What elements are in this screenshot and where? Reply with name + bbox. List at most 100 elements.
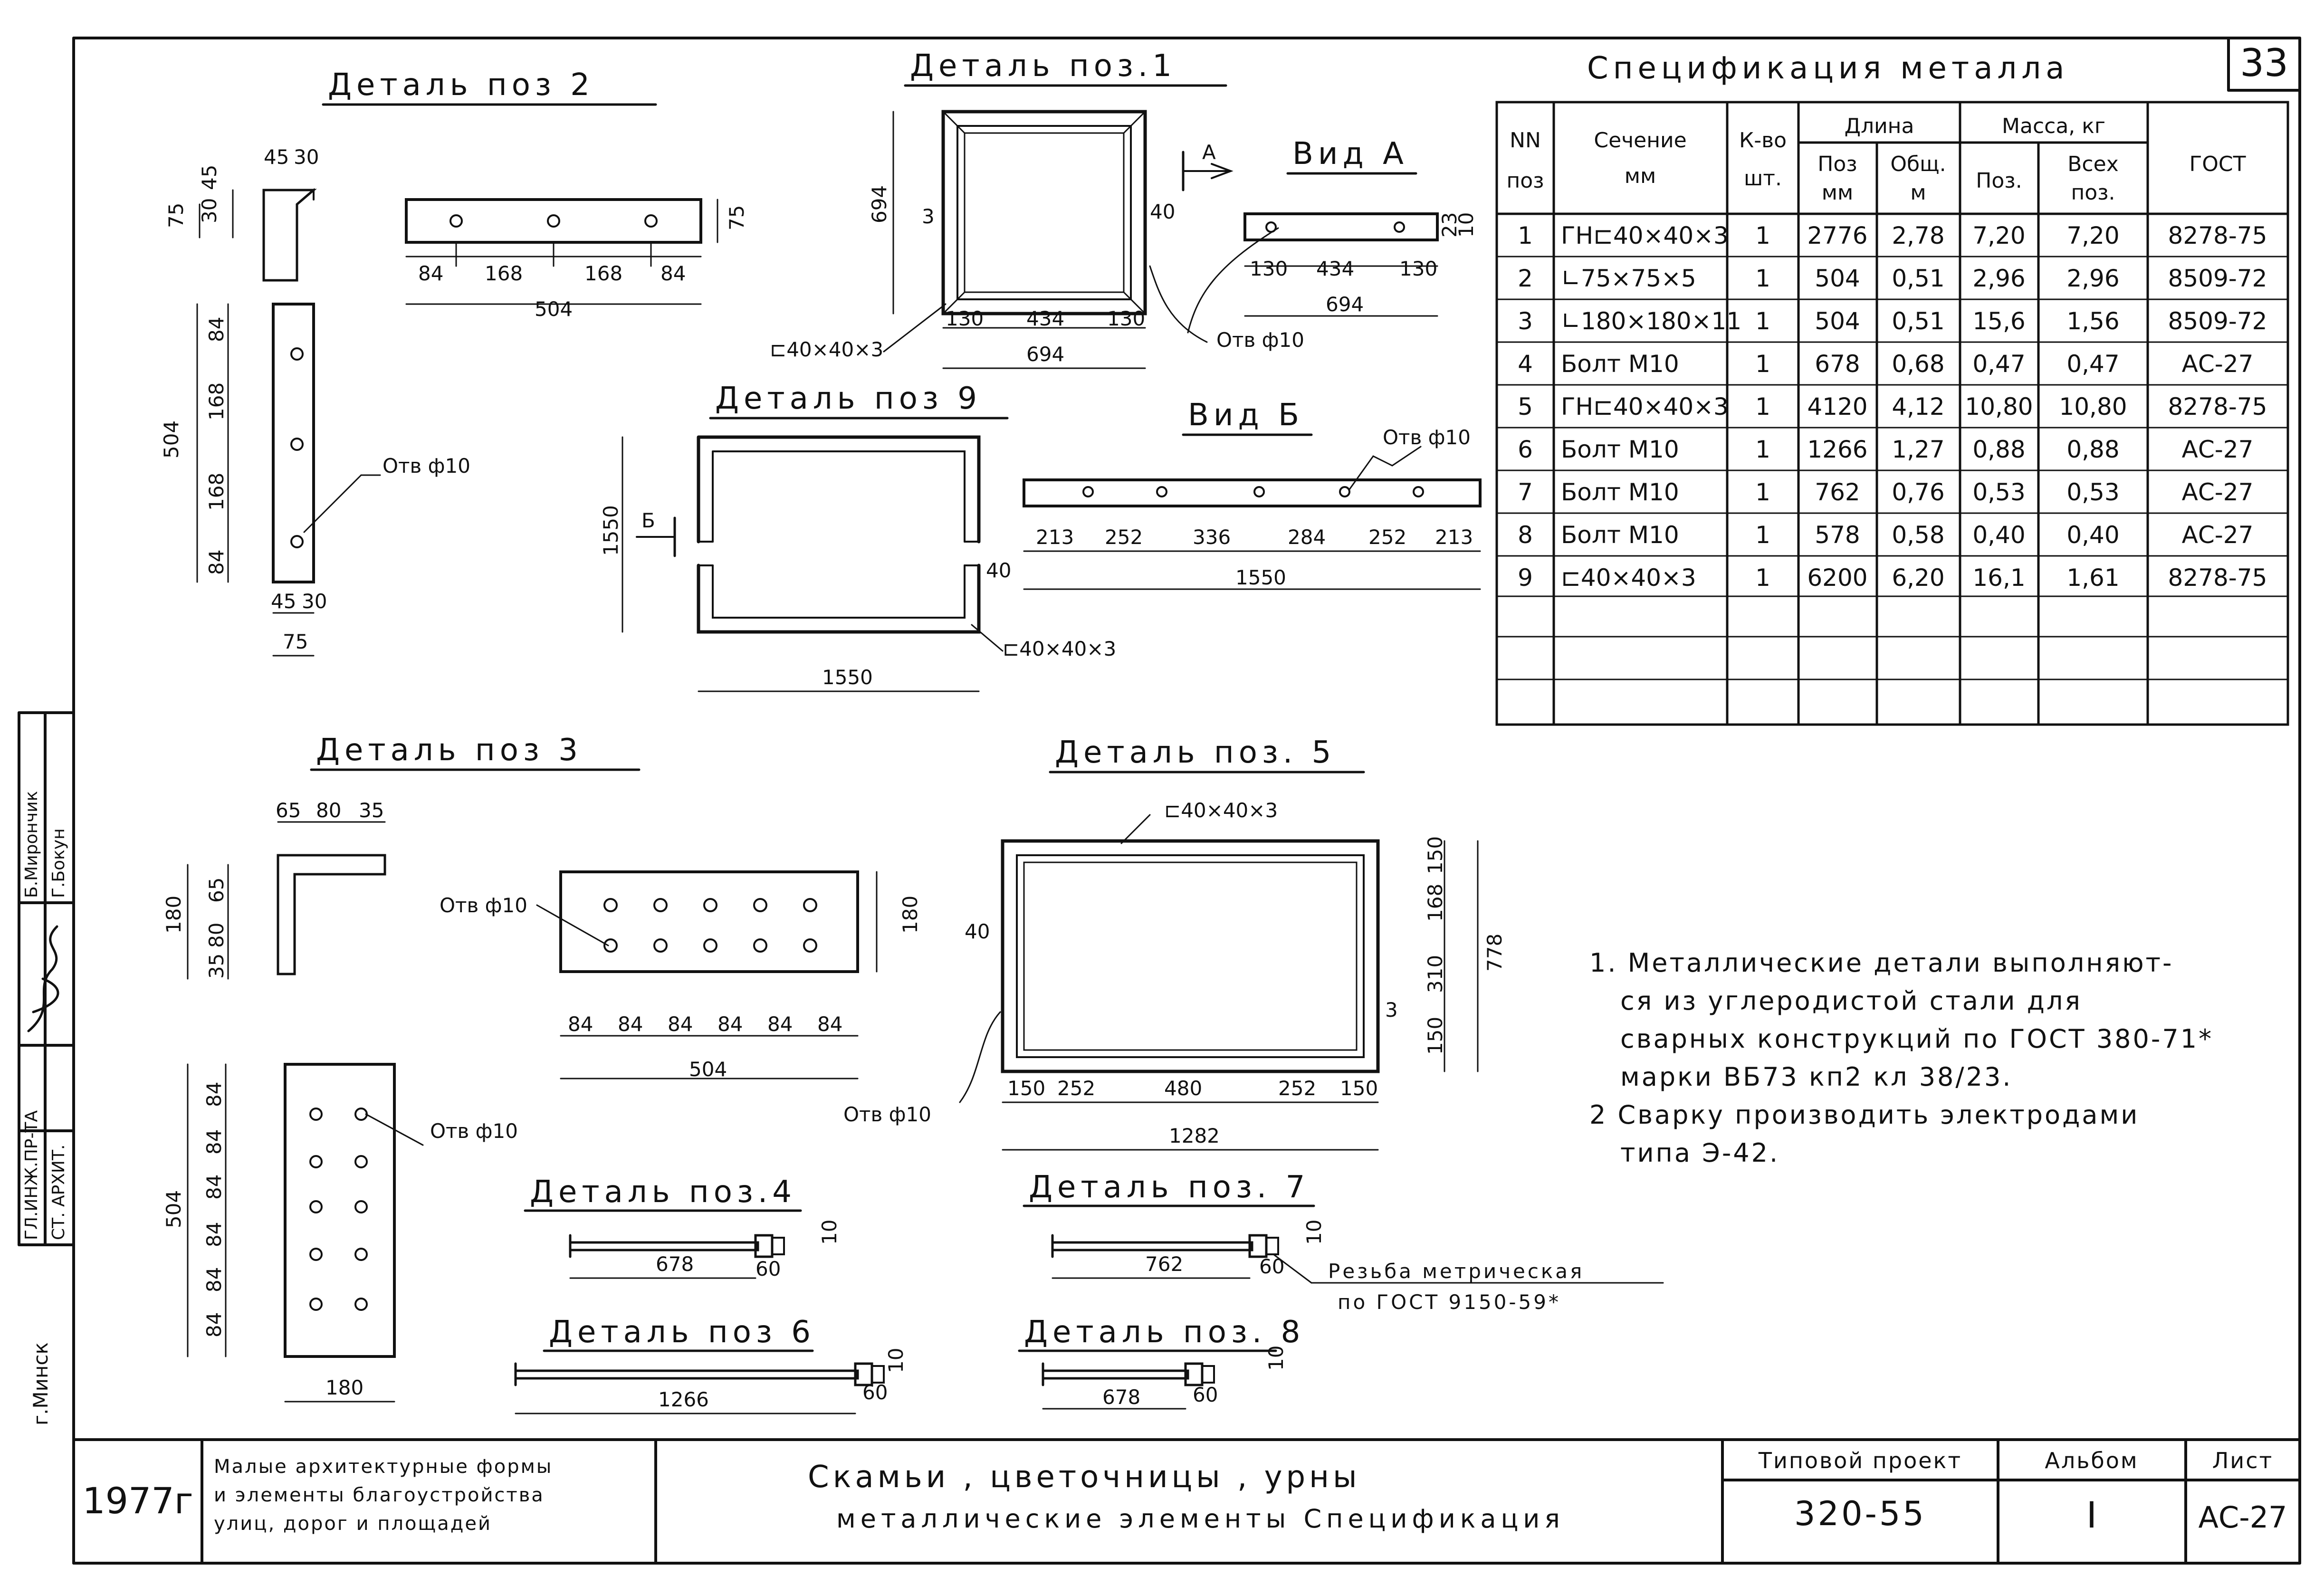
stamp-name-1: Б.Мирончик	[22, 791, 41, 898]
cell-len-total: 0,51	[1892, 265, 1944, 292]
poz5-vseg-4: 150	[1424, 1017, 1447, 1055]
poz1-h: 694	[868, 185, 891, 223]
cell-nn: 2	[1518, 265, 1533, 292]
note-line-3: сварных конструкций по ГОСТ 380-71*	[1620, 1024, 2213, 1054]
poz3-seg-5: 84	[767, 1012, 793, 1036]
cell-len-total: 1,27	[1892, 436, 1944, 463]
cell-qty: 1	[1755, 393, 1770, 420]
cell-section: ∟180×180×11	[1561, 307, 1741, 335]
spec-table: Спецификация металла N	[1495, 51, 2289, 726]
poz3-bh: 180	[899, 896, 922, 934]
cell-len-poz: 1266	[1807, 436, 1867, 463]
tb-project-label: Типовой проект	[1758, 1448, 1962, 1473]
detail-poz8-title: Деталь поз. 8	[1024, 1315, 1305, 1350]
detail-poz9-title: Деталь поз 9	[715, 381, 982, 416]
vidb-seg-5: 252	[1368, 525, 1406, 549]
cell-nn: 6	[1518, 436, 1533, 463]
poz3-seg-3: 84	[668, 1012, 693, 1036]
poz5-seg-4: 252	[1278, 1077, 1316, 1100]
cell-mass-poz: 2,96	[1972, 265, 2025, 292]
note-line-6: типа Э-42.	[1620, 1138, 1779, 1168]
poz3-seg-4: 84	[717, 1012, 743, 1036]
poz3-left-1: 35	[205, 954, 228, 979]
cell-section: ∟75×75×5	[1561, 265, 1696, 292]
cell-qty: 1	[1755, 350, 1770, 378]
cell-gost: 8278-75	[2168, 222, 2267, 249]
poz1-section: ⊏40×40×3	[770, 338, 883, 361]
hdr-len-total-1: Общ.	[1890, 152, 1946, 176]
cell-mass-poz: 16,1	[1972, 564, 2025, 592]
cell-mass-poz: 0,40	[1972, 521, 2025, 549]
cell-qty: 1	[1755, 564, 1770, 592]
cell-len-poz: 4120	[1807, 393, 1867, 420]
cell-qty: 1	[1755, 265, 1770, 292]
vidb-seg-1: 213	[1036, 525, 1074, 549]
tb-series-3: улиц, дорог и площадей	[214, 1513, 492, 1535]
poz2-vtotal: 504	[160, 420, 183, 458]
detail-poz3: Деталь поз 3 65 80 35 180 35 80 65 Отв ф…	[162, 733, 922, 1403]
poz3-top-2: 80	[316, 799, 341, 822]
poz6-len: 1266	[658, 1388, 709, 1411]
cell-nn: 8	[1518, 521, 1533, 549]
cell-section: ⊏40×40×3	[1561, 564, 1696, 592]
tb-project: 320-55	[1794, 1494, 1926, 1533]
hdr-len-poz-2: мм	[1822, 181, 1853, 205]
poz4-d: 10	[818, 1220, 841, 1245]
poz2-total: 504	[535, 297, 573, 321]
tb-sheet-label: Лист	[2212, 1448, 2274, 1473]
vidb-seg-4: 284	[1288, 525, 1326, 549]
detail-poz4: Деталь поз.4 678 60 10	[524, 1175, 841, 1280]
cell-len-poz: 762	[1815, 478, 1860, 506]
poz3-seg-1: 84	[568, 1012, 593, 1036]
cell-mass-all: 7,20	[2066, 222, 2119, 249]
cell-mass-all: 1,56	[2066, 307, 2119, 335]
cell-len-poz: 504	[1815, 265, 1860, 292]
vida-s2: 434	[1316, 257, 1354, 280]
tb-album: I	[2086, 1494, 2097, 1536]
note-line-1: 1. Металлические детали выполняют-	[1589, 948, 2173, 978]
poz5-seg-1: 150	[1007, 1077, 1045, 1100]
stamp-role-1: ГЛ.ИНЖ.ПР-ТА	[22, 1110, 41, 1240]
hdr-mass-all-1: Всех	[2067, 152, 2119, 176]
cell-mass-all: 0,88	[2066, 436, 2119, 463]
cell-qty: 1	[1755, 307, 1770, 335]
poz7-thread-2: по ГОСТ 9150-59*	[1338, 1290, 1561, 1314]
hdr-gost: ГОСТ	[2189, 152, 2246, 176]
detail-poz2-title: Деталь поз 2	[328, 67, 594, 103]
cell-gost: 8509-72	[2168, 265, 2267, 292]
cell-len-poz: 504	[1815, 307, 1860, 335]
cell-gost: АС-27	[2182, 478, 2254, 506]
poz5-vseg-1: 150	[1424, 836, 1447, 874]
poz2-dim-a: 45	[264, 145, 289, 169]
poz2-vseg-4: 84	[205, 550, 228, 575]
detail-poz6: Деталь поз 6 1266 60 10	[514, 1315, 908, 1414]
poz1-leg: 40	[1150, 200, 1175, 223]
hdr-length: Длина	[1845, 114, 1914, 138]
hdr-section-2: мм	[1625, 164, 1656, 188]
hdr-qty-2: шт.	[1744, 166, 1782, 191]
cell-gost: 8509-72	[2168, 307, 2267, 335]
cell-mass-all: 0,47	[2066, 350, 2119, 378]
cell-nn: 7	[1518, 478, 1533, 506]
cell-section: Болт М10	[1561, 521, 1679, 549]
vida-h1: 23	[1438, 212, 1461, 238]
cell-section: Болт М10	[1561, 350, 1679, 378]
poz3-vseg-5: 84	[202, 1267, 226, 1292]
poz2-hole: Отв ф10	[383, 454, 470, 478]
cell-section: Болт М10	[1561, 478, 1679, 506]
vida-total: 694	[1326, 293, 1364, 316]
poz3-vseg-6: 84	[202, 1312, 226, 1337]
hdr-len-total-2: м	[1910, 181, 1926, 205]
vida-s1: 130	[1250, 257, 1288, 280]
poz2-bottom-w: 75	[283, 630, 308, 653]
poz3-left-3: 65	[205, 878, 228, 903]
poz2-h: 75	[725, 205, 748, 230]
vidb-hole: Отв ф10	[1383, 426, 1471, 449]
tb-title-2: металлические элементы Спецификация	[836, 1504, 1565, 1534]
poz9-arrow: Б	[641, 509, 655, 532]
cell-mass-poz: 0,47	[1972, 350, 2025, 378]
cell-gost: АС-27	[2182, 350, 2254, 378]
poz5-vseg-2: 168	[1424, 884, 1447, 922]
poz5-seg-2: 252	[1057, 1077, 1095, 1100]
